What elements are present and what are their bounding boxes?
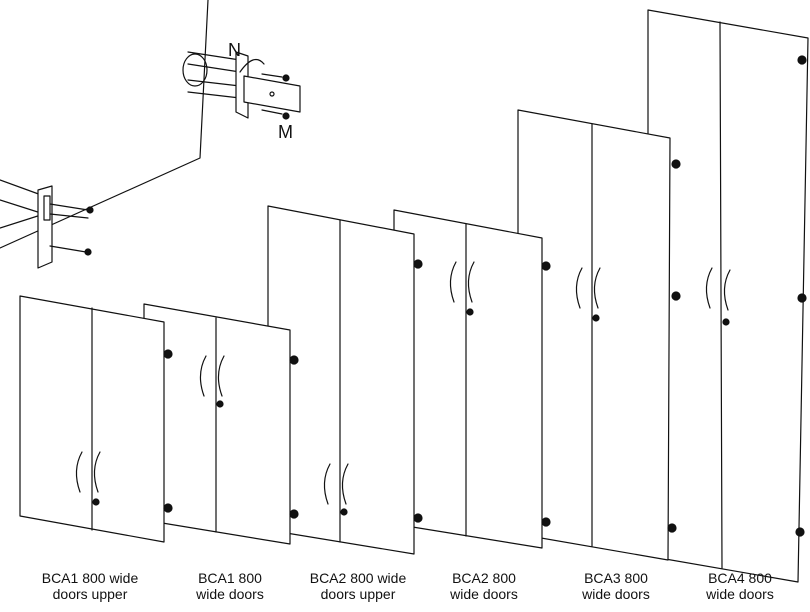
door-set-bca4	[647, 9, 809, 583]
caption-bca2: BCA2 800 wide doors	[424, 570, 544, 602]
caption-bca1-upper: BCA1 800 wide doors upper	[30, 570, 150, 602]
caption-line-2: doors upper	[52, 586, 128, 602]
caption-line-2: wide doors	[196, 586, 264, 602]
caption-line-2: wide doors	[450, 586, 518, 602]
hinge-detail-inset	[0, 0, 209, 249]
caption-bca1: BCA1 800 wide doors	[170, 570, 290, 602]
caption-line-2: wide doors	[582, 586, 650, 602]
caption-bca3: BCA3 800 wide doors	[556, 570, 676, 602]
callout-n-label: N	[228, 40, 241, 60]
caption-bca4: BCA4 800 wide doors	[680, 570, 800, 602]
caption-line-1: BCA4 800	[708, 570, 772, 586]
door-set-bca1-upper	[19, 295, 173, 543]
caption-bca2-upper: BCA2 800 wide doors upper	[298, 570, 418, 602]
hinge-assembly-left	[37, 185, 94, 269]
caption-line-1: BCA3 800	[584, 570, 648, 586]
hinge-assembly-top	[182, 51, 301, 120]
door-set-bca3	[517, 109, 681, 561]
door-set-bca1	[143, 303, 299, 545]
caption-line-2: doors upper	[320, 586, 396, 602]
caption-line-2: wide doors	[706, 586, 774, 602]
caption-line-1: BCA1 800	[198, 570, 262, 586]
door-set-bca2-upper	[267, 205, 423, 555]
caption-line-1: BCA2 800 wide	[309, 570, 407, 586]
callout-m-label: M	[278, 122, 293, 142]
caption-line-1: BCA2 800	[452, 570, 516, 586]
caption-line-1: BCA1 800 wide	[41, 570, 139, 586]
